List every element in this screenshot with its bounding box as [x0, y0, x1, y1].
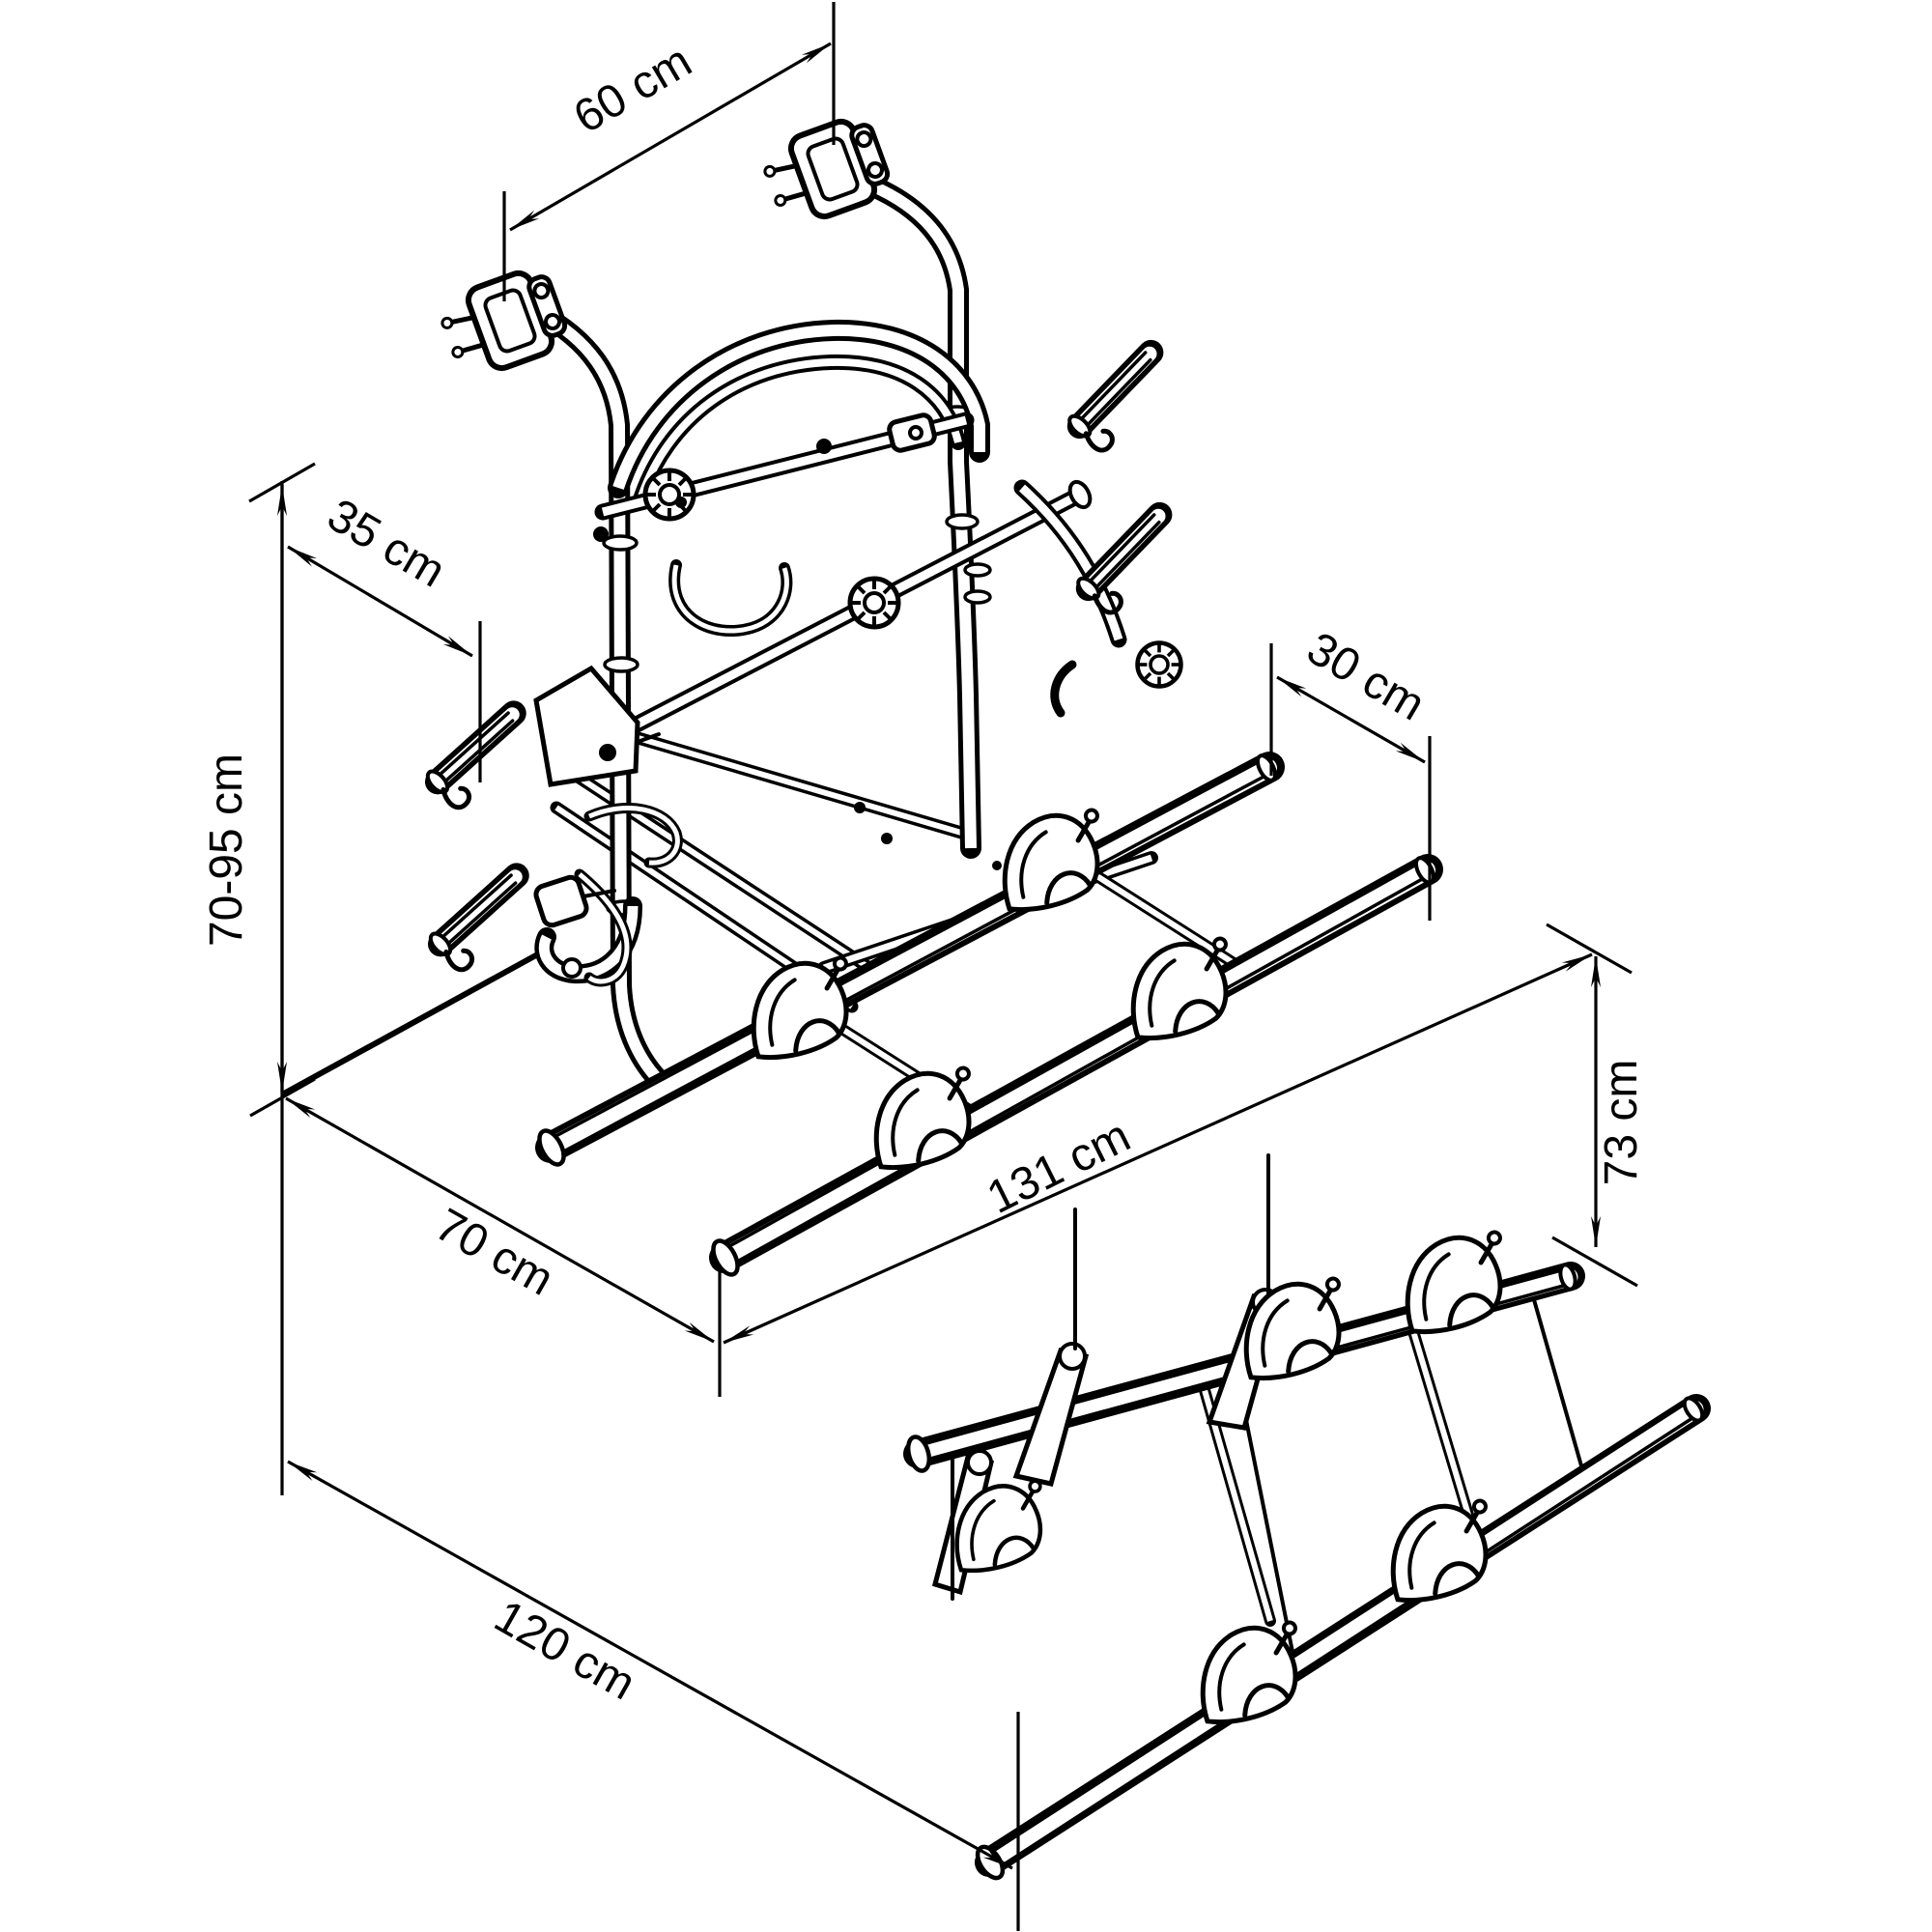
right-mast-tube: [861, 175, 992, 859]
wheel-chock: [1118, 932, 1246, 1044]
dimension-line: [285, 1096, 715, 1344]
dimension-label-70-95cm: 70-95 cm: [201, 753, 252, 947]
dimension-70-95cm: 70-95 cm: [201, 485, 287, 1093]
dimension-30cm: 30 cm: [1276, 623, 1434, 764]
dimension-120cm: 120 cm: [287, 1460, 1013, 1870]
mount-rail-piece-left-lower: [427, 867, 540, 976]
dimension-label-35cm: 35 cm: [319, 490, 454, 598]
dimension-line: [287, 1460, 1013, 1870]
dimension-label-30cm: 30 cm: [1298, 623, 1434, 731]
dimension-73cm: 73 cm: [1591, 956, 1647, 1247]
dimension-label-120cm: 120 cm: [486, 1591, 643, 1711]
pivot-arm: [1012, 1208, 1090, 1487]
straps: [574, 559, 793, 987]
wheel-chock: [861, 1062, 989, 1174]
main-rack-drawing: [281, 112, 1443, 1277]
tick-mark: [248, 462, 316, 503]
dimension-35cm: 35 cm: [287, 490, 473, 658]
tick-mark: [1546, 923, 1633, 975]
dimension-line: [723, 952, 1593, 1345]
dimension-label-60cm: 60 cm: [565, 36, 700, 144]
dimension-line: [287, 545, 473, 658]
clamp-block: [533, 874, 616, 928]
wall-edge-line: [281, 949, 546, 1096]
detached-rail-assembly: [903, 1153, 1711, 1881]
star-knob-center: [850, 579, 898, 627]
dimension-line: [1276, 675, 1426, 764]
star-knob-left: [645, 470, 694, 519]
left-mast-tube: [528, 302, 668, 1089]
dimension-label-131cm: 131 cm: [980, 1110, 1139, 1224]
mount-rail-piece-right-upper: [1066, 344, 1177, 456]
star-knob-ratchet: [1138, 643, 1181, 687]
dimension-line: [509, 42, 832, 232]
dimension-label-73cm: 73 cm: [1596, 1060, 1647, 1186]
bike-rail-lower: [709, 854, 1443, 1277]
wall-spacer-plate: [533, 665, 661, 787]
lift-arc-frame: [608, 319, 990, 510]
wheel-chock: [738, 952, 867, 1064]
wheel-chock: [989, 804, 1118, 916]
swing-arm-tube: [1013, 479, 1127, 718]
tick-mark: [249, 1077, 316, 1118]
dimension-70cm: 70 cm: [285, 1096, 715, 1344]
wall-bracket-right: [757, 112, 895, 231]
